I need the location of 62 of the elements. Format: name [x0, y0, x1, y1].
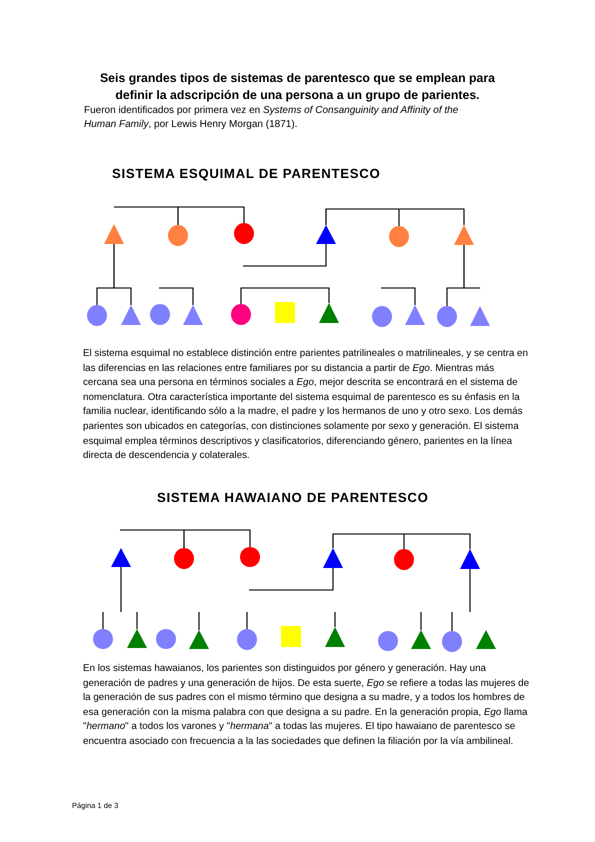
triangle-symbol [470, 306, 490, 326]
connector-line [240, 287, 330, 304]
connector-line [120, 567, 122, 612]
circle-symbol [93, 629, 113, 649]
triangle-symbol [405, 305, 425, 325]
circle-symbol [442, 631, 462, 652]
page-title: Seis grandes tipos de sistemas de parentesco que se emplean para definir la adscripción de una persona a un grupo de parientes. [98, 70, 496, 104]
connector-line [332, 533, 471, 549]
connector-line [113, 244, 132, 305]
triangle-symbol [476, 630, 496, 649]
connector-line [198, 612, 200, 630]
triangle-symbol [323, 548, 343, 568]
triangle-symbol [111, 548, 131, 567]
circle-symbol [150, 304, 170, 325]
connector-line [183, 529, 251, 548]
connector-line [381, 287, 416, 305]
triangle-symbol [127, 629, 147, 648]
connector-line [159, 287, 194, 305]
connector-line [451, 612, 453, 631]
connector-line [177, 206, 245, 225]
circle-symbol [156, 629, 176, 649]
circle-symbol [437, 306, 457, 327]
circle-symbol [394, 549, 414, 570]
triangle-symbol [189, 630, 209, 649]
connector-line [120, 529, 185, 548]
connector-line [325, 208, 465, 225]
diagram-heading: SISTEMA ESQUIMAL DE PARENTESCO [112, 166, 380, 181]
triangle-symbol [411, 630, 431, 649]
diagram-heading: SISTEMA HAWAIANO DE PARENTESCO [157, 490, 429, 505]
circle-symbol [378, 631, 398, 651]
circle-symbol [174, 548, 194, 569]
triangle-symbol [316, 225, 336, 244]
triangle-symbol [454, 225, 474, 245]
triangle-symbol [121, 305, 141, 325]
circle-symbol [240, 547, 260, 567]
triangle-symbol [104, 224, 124, 244]
connector-line [334, 612, 336, 627]
circle-symbol [389, 226, 409, 247]
triangle-symbol [325, 627, 345, 647]
circle-symbol [234, 223, 254, 244]
intro-paragraph: Fueron identificados por primera vez en Systems of Consanguinity and Affinity of the Human Family, por Lewis Henry Morgan (1871). [84, 104, 460, 132]
connector-line [102, 612, 104, 629]
connector-line [420, 612, 422, 630]
connector-line [246, 612, 248, 629]
connector-line [243, 244, 327, 267]
connector-line [114, 206, 179, 225]
square-symbol [281, 626, 301, 647]
circle-symbol [231, 304, 251, 325]
triangle-symbol [183, 305, 203, 325]
triangle-symbol [460, 549, 480, 569]
circle-symbol [372, 306, 392, 327]
circle-symbol [237, 629, 257, 650]
connector-line [249, 568, 334, 591]
body-paragraph: En los sistemas hawaianos, los parientes son distinguidos por género y generación. Hay una generación de padres y una generación de hijos. De esta suerte, Ego se refiere a todas las mujeres de la generación de sus padres con el mismo término que designa a su madre, y a todos los hombres de esa generación con la misma palabra con que designa a su padre. En la generación propia, Ego llama "hermano" a todos los varones y "hermana" a todas las mujeres. El tipo hawaiano de parentesco se encuentra asociado con frecuencia a la las sociedades que definen la filiación por la vía ambilineal. [83, 662, 530, 749]
body-paragraph: El sistema esquimal no establece distinción entre parientes patrilineales o matrilineales, y se centra en las diferencias en las relaciones entre familiares por su distancia a partir de Ego. Mientras más cercana sea una persona en términos sociales a Ego, mejor descrita se encontrará en el sistema de nomenclatura. Otra característica importante del sistema esquimal de parentesco es su énfasis en la familia nuclear, identificando sólo a la madre, el padre y los hermanos de uno y otro sexo. Los demás parientes son ubicados en categorías, con distinciones solamente por sexo y generación. El sistema esquimal emplea términos descriptivos y clasificatorios, diferenciando género, parientes en la línea directa de descendencia y colaterales. [83, 347, 529, 464]
square-symbol [275, 302, 295, 323]
circle-symbol [87, 305, 107, 326]
connector-line [136, 612, 138, 629]
connector-line [463, 245, 480, 289]
connector-line [469, 569, 471, 612]
triangle-symbol [319, 303, 339, 323]
circle-symbol [168, 225, 188, 246]
